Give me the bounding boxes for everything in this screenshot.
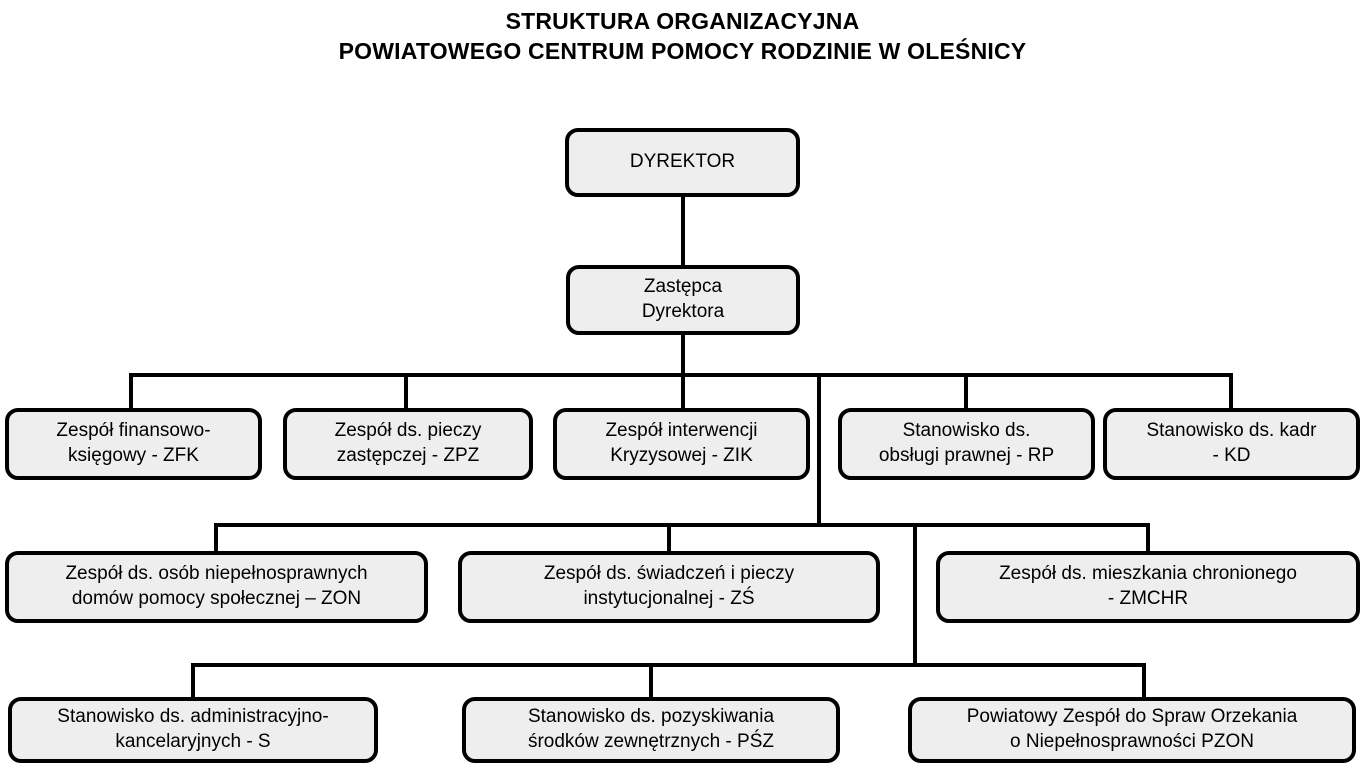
node-rp-label: Stanowisko ds. obsługi prawnej - RP (878, 420, 1055, 466)
node-zon-label: Zespół ds. osób niepełnosprawnych domów … (65, 563, 368, 609)
node-dyrektor: DYREKTOR (565, 128, 800, 197)
node-rp: Stanowisko ds. obsługi prawnej - RP (838, 408, 1095, 480)
connector-row4-horizontal (214, 523, 1150, 527)
node-kd: Stanowisko ds. kadr - KD (1103, 408, 1360, 480)
node-s: Stanowisko ds. administracyjno- kancelar… (8, 697, 378, 763)
node-zfk-label: Zespół finansowo- księgowy - ZFK (56, 420, 211, 466)
connector-row5-horizontal (191, 663, 1146, 667)
connector-drop-kd (1229, 377, 1233, 408)
connector-zastepca-down (681, 335, 685, 377)
node-kd-label: Stanowisko ds. kadr - KD (1146, 420, 1317, 466)
chart-title-line2: POWIATOWEGO CENTRUM POMOCY RODZINIE W OL… (338, 38, 1027, 65)
connector-drop-zpz (404, 377, 408, 408)
connector-drop-zs (667, 527, 671, 551)
node-zpz-label: Zespół ds. pieczy zastępczej - ZPZ (334, 420, 482, 466)
connector-drop-zik (681, 377, 685, 408)
node-zfk: Zespół finansowo- księgowy - ZFK (5, 408, 262, 480)
node-zik: Zespół interwencji Kryzysowej - ZIK (553, 408, 810, 480)
node-zastepca-dyrektora: Zastępca Dyrektora (566, 265, 800, 335)
node-psz: Stanowisko ds. pozyskiwania środków zewn… (462, 697, 840, 763)
connector-drop-zfk (129, 377, 133, 408)
connector-drop-rp (964, 377, 968, 408)
node-zs: Zespół ds. świadczeń i pieczy instytucjo… (458, 551, 880, 623)
connector-drop-zmchr (1146, 527, 1150, 551)
node-pzon-label: Powiatowy Zespół do Spraw Orzekania o Ni… (966, 706, 1298, 752)
connector-drop-s (191, 667, 195, 697)
connector-row3-horizontal (129, 373, 1233, 377)
connector-center-to-row5 (913, 523, 917, 667)
chart-title-line1: STRUKTURA ORGANIZACYJNA (505, 8, 860, 34)
connector-center-to-row4 (817, 373, 821, 527)
connector-drop-psz (649, 667, 653, 697)
node-zs-label: Zespół ds. świadczeń i pieczy instytucjo… (543, 563, 795, 609)
node-zon: Zespół ds. osób niepełnosprawnych domów … (5, 551, 428, 623)
node-zmchr: Zespół ds. mieszkania chronionego - ZMCH… (936, 551, 1360, 623)
connector-drop-pzon (1142, 667, 1146, 697)
node-zmchr-label: Zespół ds. mieszkania chronionego - ZMCH… (999, 563, 1297, 609)
node-zpz: Zespół ds. pieczy zastępczej - ZPZ (283, 408, 533, 480)
node-pzon: Powiatowy Zespół do Spraw Orzekania o Ni… (908, 697, 1356, 763)
node-psz-label: Stanowisko ds. pozyskiwania środków zewn… (527, 706, 775, 752)
node-zastepca-dyrektora-label: Zastępca Dyrektora (641, 276, 725, 322)
connector-drop-zon (214, 527, 218, 551)
node-zik-label: Zespół interwencji Kryzysowej - ZIK (605, 420, 758, 466)
chart-title: STRUKTURA ORGANIZACYJNA POWIATOWEGO CENT… (0, 6, 1365, 67)
node-s-label: Stanowisko ds. administracyjno- kancelar… (57, 706, 329, 752)
connector-dyrektor-zastepca (681, 197, 685, 265)
node-dyrektor-label: DYREKTOR (629, 151, 736, 173)
